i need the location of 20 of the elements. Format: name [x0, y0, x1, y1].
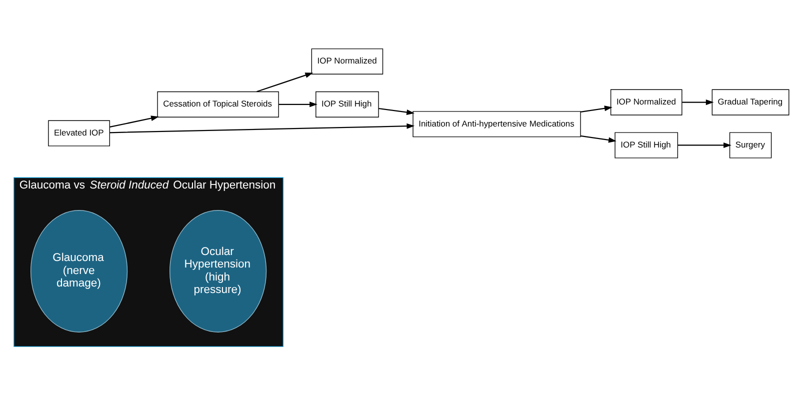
node-box: IOP Normalized	[610, 88, 682, 115]
arrow	[256, 72, 314, 92]
node-box: Cessation of Topical Steroids	[157, 90, 279, 117]
node-ellipse: Ocular Hypertension (high pressure)	[169, 210, 267, 332]
arrow	[378, 107, 415, 114]
arrow	[580, 105, 612, 112]
arrow	[678, 142, 732, 148]
node-ellipse: Glaucoma (nerve damage)	[30, 210, 128, 332]
node-box: Surgery	[729, 132, 772, 158]
node-box: Elevated IOP	[48, 120, 110, 146]
node-box: IOP Still High	[614, 132, 678, 158]
arrow	[278, 101, 318, 107]
node-box: IOP Normalized	[311, 48, 384, 74]
arrow	[682, 99, 714, 105]
node-box: IOP Still High	[316, 90, 379, 117]
arrow	[580, 134, 616, 142]
node-box: Initiation of Anti-hypertensive Medications	[412, 110, 581, 137]
arrow	[110, 115, 159, 127]
node-box: Gradual Tapering	[712, 88, 790, 115]
arrow	[110, 122, 415, 133]
